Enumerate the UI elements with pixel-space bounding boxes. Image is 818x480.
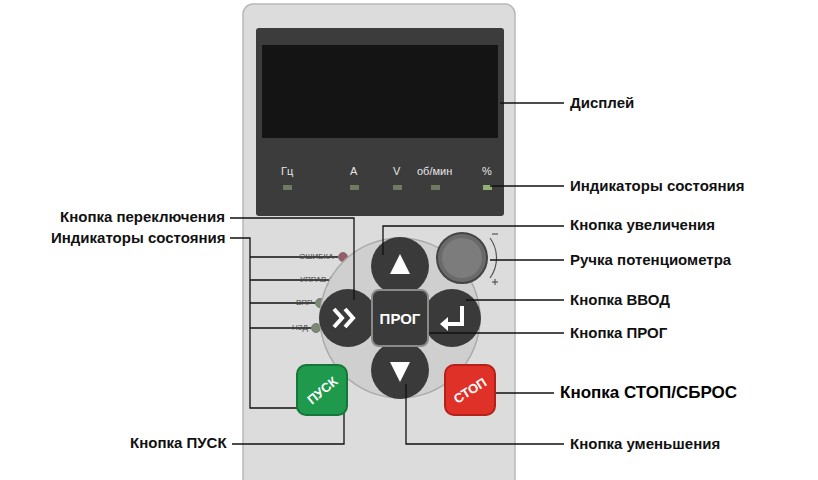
leader-lines xyxy=(230,103,564,444)
enter-button xyxy=(423,289,481,347)
shift-symbol xyxy=(345,309,353,327)
callout-label: Кнопка переключения xyxy=(60,208,225,225)
start-button: ПУСК xyxy=(296,364,348,416)
callout-label: Дисплей xyxy=(570,94,634,111)
callout-label: Кнопка увеличения xyxy=(570,216,715,233)
button-label: ПУСК xyxy=(304,373,340,407)
down-button xyxy=(371,341,429,399)
unit-label: V xyxy=(393,165,400,178)
callout-label: Ручка потенциометра xyxy=(570,251,731,268)
callout-label: Индикаторы состояния xyxy=(570,177,744,194)
down-arrow xyxy=(390,362,410,382)
unit-label: % xyxy=(482,165,492,178)
indicator-label: НЗД xyxy=(292,323,308,332)
prog-button: ПРОГ xyxy=(371,289,429,347)
stop-button: СТОП xyxy=(444,364,496,416)
potentiometer-knob xyxy=(437,233,487,283)
display-frame xyxy=(256,28,504,216)
indicator-label: УПРАВ xyxy=(300,275,326,284)
callout-label: Кнопка СТОП/СБРОС xyxy=(560,383,737,403)
callout-label: Кнопка ВВОД xyxy=(570,291,670,308)
up-arrow xyxy=(390,254,410,274)
button-label: ПРОГ xyxy=(380,310,421,327)
minus-mark xyxy=(492,233,498,234)
callout-label: Кнопка ПРОГ xyxy=(570,324,667,341)
led xyxy=(312,324,321,333)
unit-label: Гц xyxy=(281,165,293,178)
potentiometer-scale xyxy=(490,238,497,278)
indicator-label: ОШИБКА xyxy=(299,252,334,261)
shift-symbol xyxy=(334,309,342,327)
indicator-label: ВПР xyxy=(296,298,312,307)
up-button xyxy=(371,237,429,295)
callout-label: Кнопка ПУСК xyxy=(130,434,227,451)
button-label: СТОП xyxy=(451,374,490,406)
led xyxy=(431,185,440,190)
callout-label: Индикаторы состояния xyxy=(51,229,225,246)
led xyxy=(283,185,292,190)
callout-label: Кнопка уменьшения xyxy=(570,435,720,452)
led xyxy=(393,185,402,190)
potentiometer-knob xyxy=(442,238,482,278)
led xyxy=(350,185,359,190)
display-screen xyxy=(262,45,498,138)
enter-symbol xyxy=(440,317,448,331)
plus-mark xyxy=(494,279,495,285)
shift-button xyxy=(319,289,377,347)
unit-label: об/мин xyxy=(417,165,452,178)
unit-label: A xyxy=(350,165,357,178)
